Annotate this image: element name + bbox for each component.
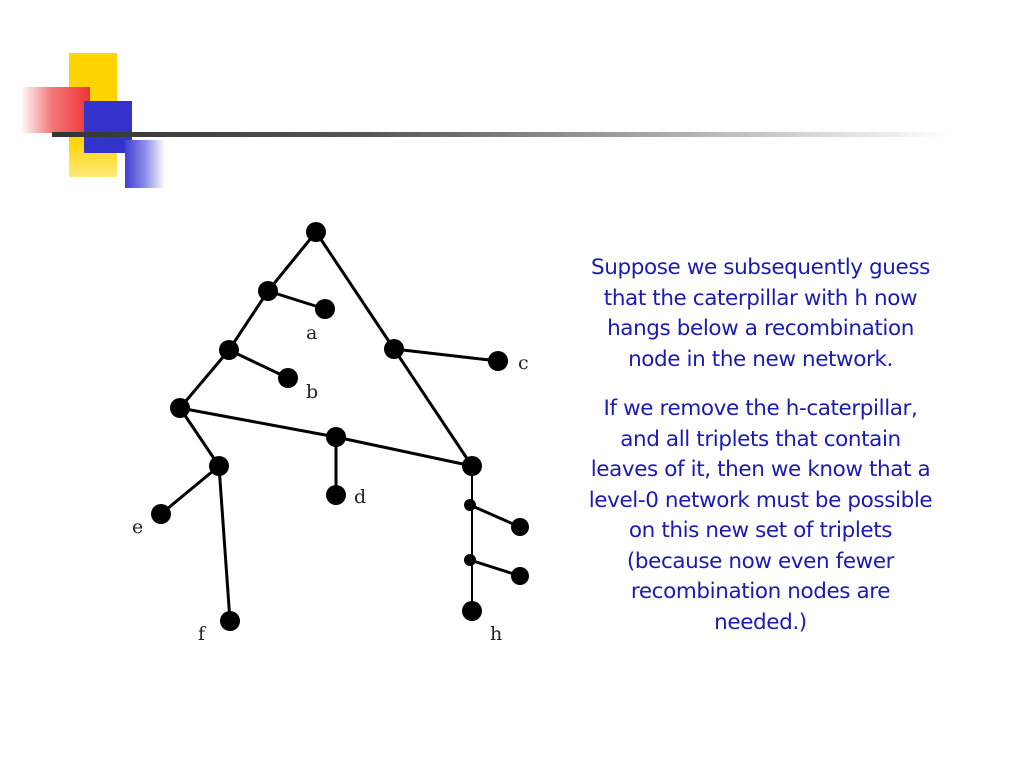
edge (335, 435, 473, 468)
internal-node (219, 340, 239, 360)
leaf-node-c (488, 351, 508, 371)
caterpillar-node (464, 499, 476, 511)
decor-blue-fade (125, 140, 165, 188)
leaf-label-a: a (306, 322, 317, 344)
leaf-node-a (315, 299, 335, 319)
caterpillar-leaf-node (511, 567, 529, 585)
edge (227, 290, 270, 351)
leaf-label-e: e (132, 516, 143, 538)
edge (393, 347, 499, 363)
caterpillar-node (464, 554, 476, 566)
leaf-label-c: c (518, 352, 529, 374)
recombination-node (462, 456, 482, 476)
title-rule (52, 132, 952, 137)
root-node (306, 222, 326, 242)
nodes (151, 222, 529, 631)
internal-node (384, 339, 404, 359)
leaf-label-d: d (354, 486, 366, 508)
leaf-node-f (220, 611, 240, 631)
paragraph-2: If we remove the h-caterpillar, and all … (588, 396, 933, 635)
leaf-node-e (151, 504, 171, 524)
leaf-node-b (278, 368, 298, 388)
leaf-label-h: h (490, 623, 502, 645)
internal-node (258, 281, 278, 301)
edge (178, 407, 221, 467)
caterpillar-leaf-node (511, 518, 529, 536)
leaf-label-f: f (198, 623, 207, 645)
edge (266, 231, 318, 292)
internal-node (170, 398, 190, 418)
edge (160, 464, 220, 516)
decor-red-square (20, 87, 90, 133)
edge (228, 348, 289, 380)
leaf-node-d (326, 485, 346, 505)
paragraph-1: Suppose we subsequently guess that the c… (591, 255, 930, 372)
edge (178, 349, 231, 409)
body-text: Suppose we subsequently guess that the c… (588, 253, 933, 657)
internal-node (326, 427, 346, 447)
edge (179, 406, 337, 439)
edge (217, 465, 232, 622)
leaf-labels: a b c d e f h (132, 322, 529, 645)
internal-node (209, 456, 229, 476)
decor-blue-square (84, 101, 132, 153)
caterpillar-edge (469, 503, 521, 529)
leaf-label-b: b (306, 381, 318, 403)
leaf-node-h (462, 601, 482, 621)
